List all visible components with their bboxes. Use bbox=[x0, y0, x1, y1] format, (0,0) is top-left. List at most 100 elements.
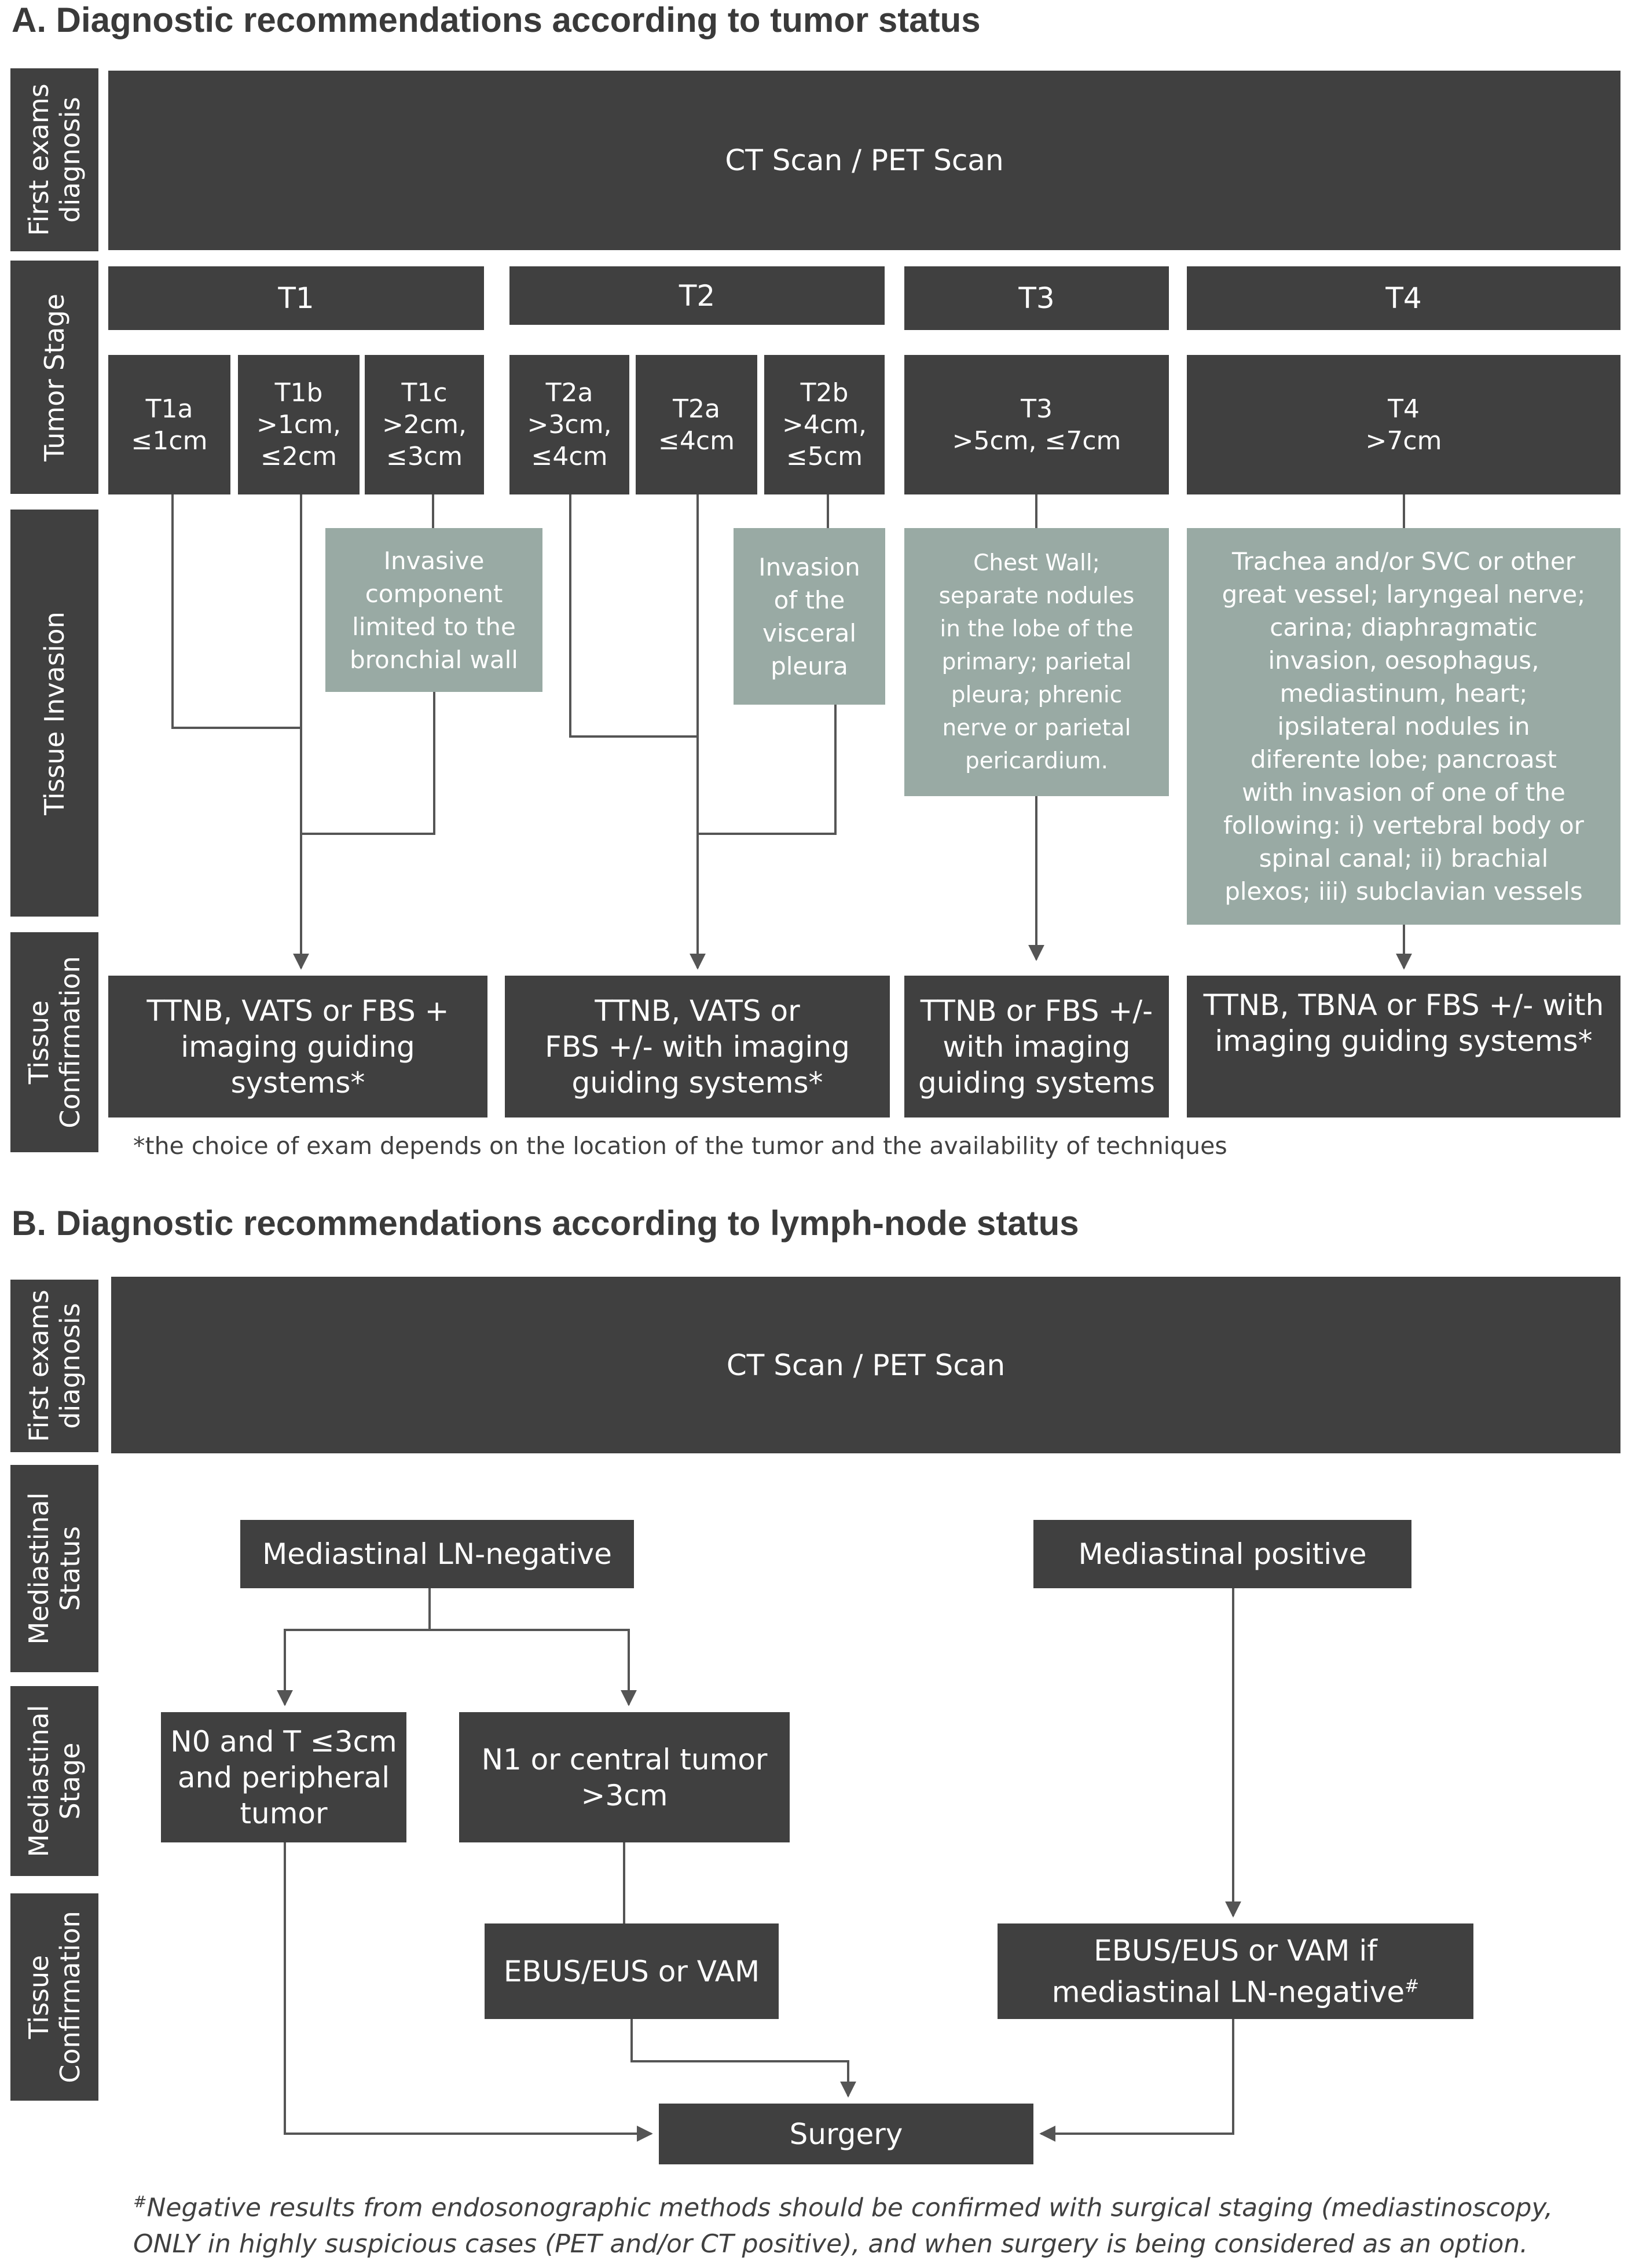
row-label-tumor-stage: Tumor Stage bbox=[10, 261, 98, 494]
substage-name: T4 bbox=[1388, 394, 1420, 424]
connector-to-n0 bbox=[277, 1629, 430, 1706]
substage-size: >5cm, ≤7cm bbox=[952, 426, 1121, 456]
invasion-line: mediastinum, heart; bbox=[1279, 679, 1528, 708]
first-exam-box-b: CT Scan / PET Scan bbox=[111, 1277, 1620, 1453]
invasion-line: great vessel; laryngeal nerve; bbox=[1222, 580, 1586, 609]
invasion-line: pleura bbox=[771, 651, 848, 680]
invasion-line: pleura; phrenic bbox=[951, 682, 1123, 708]
substage-t1a: T1a ≤1cm bbox=[108, 355, 230, 494]
substage-t3: T3 >5cm, ≤7cm bbox=[904, 355, 1169, 494]
invasion-line: Trachea and/or SVC or other bbox=[1232, 547, 1575, 576]
substage-t4: T4 >7cm bbox=[1187, 355, 1620, 494]
confirmation-line: TTNB, VATS or bbox=[595, 994, 800, 1028]
invasion-line: bronchial wall bbox=[350, 645, 518, 674]
substage-name: T1a bbox=[145, 394, 193, 424]
confirmation-line: TTNB or FBS +/- bbox=[920, 994, 1153, 1028]
invasion-box-t2b: Invasion of the visceral pleura bbox=[734, 528, 885, 705]
stage-group-t3: T3 bbox=[904, 266, 1169, 330]
substage-size: >7cm bbox=[1365, 426, 1442, 456]
invasion-line: in the lobe of the bbox=[940, 616, 1134, 642]
confirmation-line: TTNB, TBNA or FBS +/- with bbox=[1203, 988, 1604, 1022]
footnote-b: #Negative results from endosonographic m… bbox=[133, 2184, 1615, 2262]
stage-group-t2: T2 bbox=[509, 266, 885, 325]
substage-t1c: T1c >2cm, ≤3cm bbox=[365, 355, 484, 494]
connector-t2b bbox=[698, 705, 837, 835]
substage-name: T2a bbox=[673, 394, 720, 424]
first-exam-box-a: CT Scan / PET Scan bbox=[108, 71, 1620, 250]
confirmation-line: guiding systems bbox=[918, 1065, 1156, 1100]
connector-t2a-1 bbox=[569, 494, 698, 738]
ln-negative-box: Mediastinal LN-negative bbox=[240, 1520, 634, 1588]
invasion-line: diferente lobe; pancroast bbox=[1250, 745, 1557, 774]
confirmation-line: imaging guiding bbox=[181, 1029, 415, 1064]
invasion-line: with invasion of one of the bbox=[1242, 778, 1565, 807]
substage-size: ≤4cm bbox=[658, 426, 735, 456]
ebus-if-box: EBUS/EUS or VAM if mediastinal LN-negati… bbox=[998, 1923, 1473, 2019]
substage-t2b: T2b >4cm, ≤5cm bbox=[764, 355, 885, 494]
substage-size: >2cm, bbox=[382, 410, 467, 439]
substage-name: T2a bbox=[545, 378, 593, 408]
connector-t1a bbox=[171, 494, 301, 729]
n1-line: N1 or central tumor bbox=[481, 1742, 768, 1776]
invasion-line: carina; diaphragmatic bbox=[1270, 613, 1538, 642]
n0-line: and peripheral bbox=[177, 1760, 390, 1794]
invasion-box-t4: Trachea and/or SVC or other great vessel… bbox=[1187, 528, 1620, 925]
substage-size: >4cm, bbox=[782, 410, 867, 439]
substage-t1b: T1b >1cm, ≤2cm bbox=[238, 355, 360, 494]
invasion-box-t3: Chest Wall; separate nodules in the lobe… bbox=[904, 528, 1169, 796]
stage-group-t4: T4 bbox=[1187, 266, 1620, 330]
n0-box: N0 and T ≤3cm and peripheral tumor bbox=[161, 1712, 406, 1842]
substage-name: T1b bbox=[274, 378, 323, 408]
ebus-box: EBUS/EUS or VAM bbox=[485, 1923, 779, 2019]
invasion-line: ipsilateral nodules in bbox=[1277, 712, 1530, 741]
section-b-heading: B. Diagnostic recommendations according … bbox=[12, 1204, 1079, 1243]
ebus-if-line: EBUS/EUS or VAM if bbox=[1094, 1933, 1377, 1967]
substage-t2a-2: T2a ≤4cm bbox=[636, 355, 757, 494]
n0-line: N0 and T ≤3cm bbox=[170, 1724, 397, 1758]
invasion-line: invasion, oesophagus, bbox=[1268, 646, 1539, 675]
confirmation-line: systems* bbox=[230, 1065, 365, 1100]
substage-size: ≤5cm bbox=[786, 442, 863, 471]
invasion-line: plexos; iii) subclavian vessels bbox=[1224, 877, 1583, 906]
connector-to-n1 bbox=[430, 1629, 637, 1706]
hash-mark: # bbox=[133, 2192, 147, 2211]
n1-line: >3cm bbox=[581, 1778, 668, 1812]
confirmation-box-t1: TTNB, VATS or FBS + imaging guiding syst… bbox=[108, 976, 487, 1117]
invasion-box-t1c: Invasive component limited to the bronch… bbox=[325, 528, 542, 692]
substage-size: ≤1cm bbox=[131, 426, 208, 456]
row-label-tissue-invasion: Tissue Invasion bbox=[10, 510, 98, 917]
footnote-line: ONLY in highly suspicious cases (PET and… bbox=[133, 2229, 1528, 2259]
substage-size: >1cm, bbox=[256, 410, 341, 439]
invasion-line: nerve or parietal bbox=[942, 715, 1131, 741]
ebus-if-line: mediastinal LN-negative bbox=[1051, 1975, 1405, 2009]
confirmation-box-t2: TTNB, VATS or FBS +/- with imaging guidi… bbox=[505, 976, 890, 1117]
invasion-line: pericardium. bbox=[965, 748, 1108, 774]
invasion-line: primary; parietal bbox=[941, 649, 1132, 675]
substage-size: ≤4cm bbox=[531, 442, 608, 471]
substage-size: ≤2cm bbox=[261, 442, 337, 471]
surgery-box: Surgery bbox=[659, 2104, 1033, 2164]
invasion-line: spinal canal; ii) brachial bbox=[1259, 844, 1549, 873]
connector-n0-surgery bbox=[284, 1842, 653, 2142]
invasion-line: following: i) vertebral body or bbox=[1223, 811, 1584, 840]
hash-mark: # bbox=[1405, 1976, 1420, 1996]
confirmation-box-t4: TTNB, TBNA or FBS +/- with imaging guidi… bbox=[1187, 976, 1620, 1117]
footnote-line: Negative results from endosonographic me… bbox=[146, 2193, 1553, 2223]
connector-ebus-surgery bbox=[630, 2019, 856, 2098]
invasion-line: Chest Wall; bbox=[973, 550, 1100, 576]
confirmation-line: with imaging bbox=[943, 1029, 1131, 1064]
substage-name: T2b bbox=[800, 378, 849, 408]
confirmation-line: FBS +/- with imaging bbox=[545, 1029, 850, 1064]
stage-group-t1: T1 bbox=[108, 266, 484, 330]
invasion-line: separate nodules bbox=[938, 583, 1135, 609]
substage-name: T3 bbox=[1021, 394, 1053, 424]
invasion-line: of the bbox=[773, 585, 845, 614]
n1-box: N1 or central tumor >3cm bbox=[459, 1712, 790, 1842]
invasion-line: limited to the bbox=[352, 612, 516, 641]
